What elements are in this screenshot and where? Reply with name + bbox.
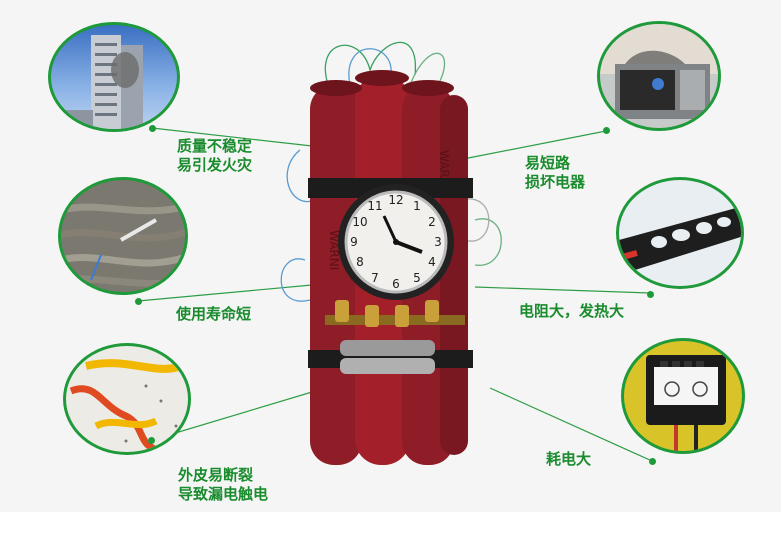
label-burnt-pipe-line: 电阻大，发热大 (519, 302, 625, 320)
label-microwave-short-circuit: 易短路 损坏电器 (525, 154, 585, 192)
damaged-microwave-icon (600, 24, 718, 119)
wires-connector-dot (148, 437, 155, 444)
label-wires-line: 外皮易断裂 导致漏电触电 (178, 466, 269, 503)
svg-text:9: 9 (350, 235, 358, 249)
building-photo-circle (48, 22, 180, 132)
cables-connector-dot (135, 298, 142, 305)
label-wires-leakage: 外皮易断裂 导致漏电触电 (178, 466, 268, 504)
label-building-fire-risk: 质量不稳定 易引发火灾 (177, 137, 252, 175)
meter-connector-dot (649, 458, 656, 465)
dynamite-bomb-illustration: WARNI WARNI 12 1 2 3 4 5 6 7 8 9 10 11 (280, 41, 502, 465)
cracked-wires-icon (69, 359, 183, 452)
svg-text:10: 10 (352, 215, 367, 229)
svg-text:3: 3 (434, 235, 442, 249)
label-burnt-pipe-heat: 电阻大，发热大 (519, 302, 624, 321)
meter-photo-circle (621, 338, 745, 454)
cables-photo-circle (58, 177, 188, 295)
burnt-pipe-photo-circle (616, 177, 744, 289)
label-microwave-line: 易短路 损坏电器 (525, 154, 586, 191)
burnt-pipe-connector-dot (647, 291, 654, 298)
label-meter-power-consumption: 耗电大 (546, 450, 591, 469)
label-cables-short-life: 使用寿命短 (176, 305, 251, 324)
connector-meter (489, 387, 653, 462)
label-building-line: 质量不稳定 易引发火灾 (177, 137, 253, 174)
wires-photo-circle (63, 343, 191, 455)
connector-microwave (457, 130, 607, 161)
connector-building (151, 127, 331, 149)
svg-text:5: 5 (413, 271, 421, 285)
svg-text:8: 8 (356, 255, 364, 269)
electric-meter-icon (646, 355, 726, 451)
svg-text:1: 1 (413, 199, 421, 213)
bottom-white-band (0, 512, 781, 551)
svg-text:7: 7 (371, 271, 379, 285)
label-cables-line: 使用寿命短 (176, 305, 252, 323)
svg-text:12: 12 (388, 193, 403, 207)
melted-wire-icon (619, 206, 741, 275)
building-fire-icon (63, 35, 143, 129)
svg-text:2: 2 (428, 215, 436, 229)
connector-burnt-pipe (474, 286, 651, 294)
microwave-connector-dot (603, 127, 610, 134)
label-meter-line: 耗电大 (546, 450, 592, 468)
building-connector-dot (149, 125, 156, 132)
svg-text:6: 6 (392, 277, 400, 291)
svg-text:4: 4 (428, 255, 436, 269)
microwave-photo-circle (597, 21, 721, 131)
svg-text:WARNI: WARNI (327, 230, 341, 270)
svg-text:11: 11 (367, 199, 382, 213)
